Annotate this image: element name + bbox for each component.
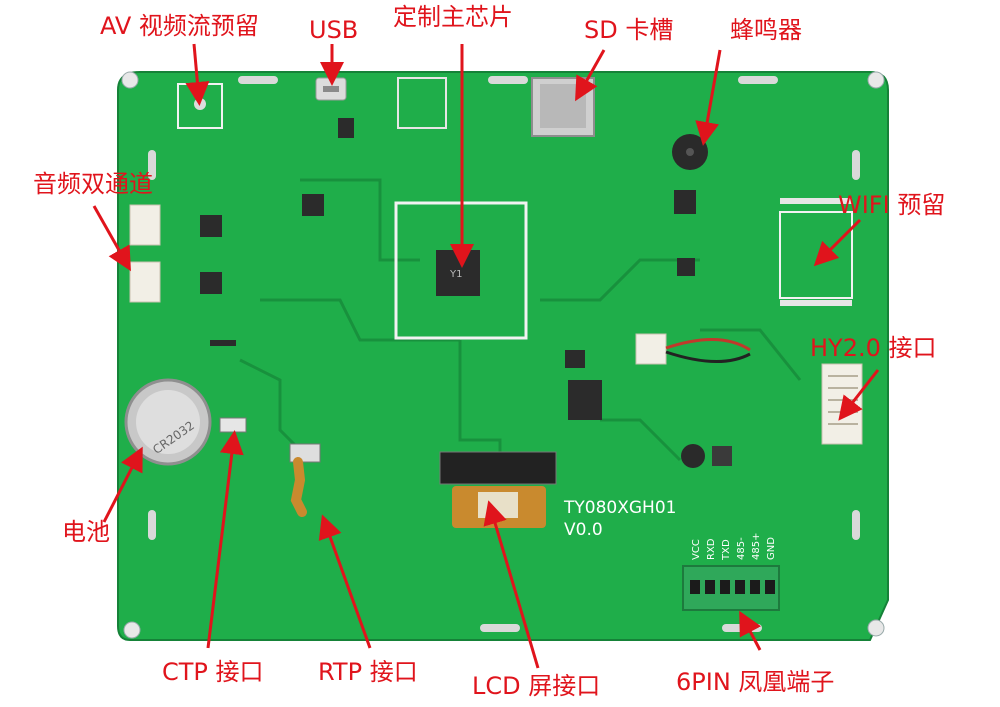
- callout-rtp-label: RTP 接口: [318, 658, 418, 686]
- arrow-buzzer: [695, 49, 722, 146]
- arrow-ctp: [206, 430, 244, 649]
- board-model-text: TY080XGH01: [563, 498, 676, 518]
- callout-av-label: AV 视频流预留: [100, 12, 259, 40]
- terminal-block: VCC RXD TXD 485- 485+ GND: [682, 533, 780, 611]
- callout-chip-label: 定制主芯片: [393, 3, 513, 31]
- arrow-terminal: [739, 610, 762, 651]
- callout-audio-label: 音频双通道: [33, 170, 153, 198]
- arrow-rtp: [318, 514, 372, 649]
- terminal-pin-label: VCC: [691, 539, 702, 560]
- callout-lcd-label: LCD 屏接口: [472, 672, 601, 700]
- callout-terminal-label: 6PIN 凤凰端子: [676, 668, 835, 696]
- arrow-wifi: [813, 218, 862, 267]
- callout-arrows: [92, 43, 880, 669]
- arrow-battery: [102, 446, 143, 523]
- callout-usb-label: USB: [309, 16, 359, 44]
- board-version-text: V0.0: [564, 520, 603, 540]
- arrow-sd: [575, 49, 606, 102]
- callout-ctp-label: CTP 接口: [162, 658, 264, 686]
- terminal-pin-label: RXD: [706, 538, 717, 560]
- arrow-lcd: [483, 500, 540, 669]
- terminal-pin-label: TXD: [721, 539, 732, 561]
- terminal-pin-label: GND: [766, 537, 777, 560]
- arrow-audio: [92, 205, 131, 272]
- chip-mark: Y1: [449, 269, 462, 280]
- arrow-hy: [838, 369, 880, 421]
- callout-battery-label: 电池: [62, 518, 110, 546]
- callout-buzzer-label: 蜂鸣器: [730, 16, 802, 44]
- callout-wifi-label: WIFI 预留: [838, 191, 946, 219]
- callout-sd-label: SD 卡槽: [584, 16, 674, 44]
- terminal-pin-label: 485-: [736, 537, 747, 560]
- terminal-pin-label: 485+: [751, 533, 762, 560]
- callout-hy-label: HY2.0 接口: [810, 334, 937, 362]
- arrow-av: [185, 43, 210, 106]
